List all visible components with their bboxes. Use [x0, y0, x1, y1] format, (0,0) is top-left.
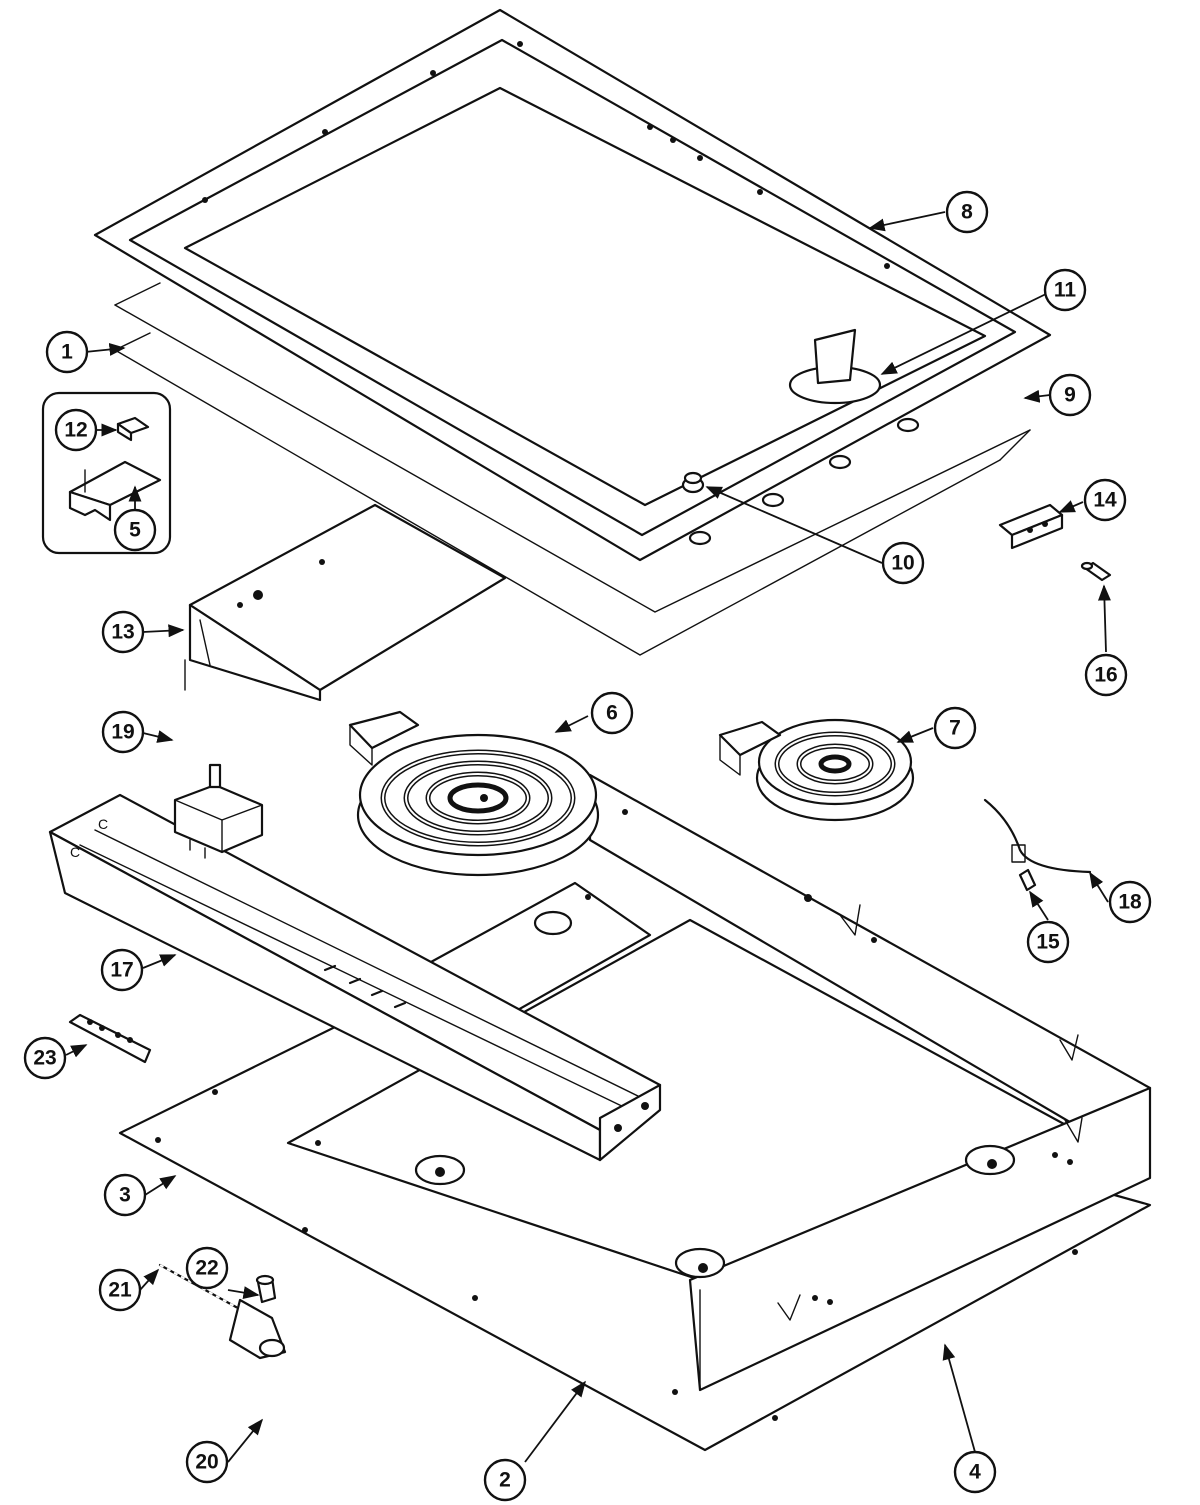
- svg-text:12: 12: [64, 419, 87, 442]
- callout-18: 18: [1108, 880, 1152, 924]
- callout-15: 15: [1026, 920, 1070, 964]
- svg-text:20: 20: [195, 1451, 218, 1474]
- screw-16: [1080, 561, 1112, 582]
- svg-text:19: 19: [111, 721, 134, 744]
- infinite-switch: [173, 763, 264, 859]
- callout-5: 5: [113, 508, 157, 552]
- svg-text:8: 8: [961, 201, 973, 224]
- svg-text:7: 7: [949, 717, 961, 740]
- inset-box: [41, 391, 172, 555]
- svg-text:14: 14: [1093, 489, 1117, 512]
- svg-text:16: 16: [1094, 664, 1117, 687]
- channel-bracket: [184, 503, 507, 702]
- callout-14: 14: [1083, 478, 1127, 522]
- cooktop-panel: [114, 282, 1031, 656]
- top-frame: [93, 8, 1052, 562]
- bracket-14: [998, 503, 1064, 550]
- callout-16: 16: [1084, 653, 1128, 697]
- callout-2: 2: [483, 1458, 527, 1502]
- callout-11: 11: [1043, 268, 1087, 312]
- svg-text:5: 5: [129, 519, 141, 542]
- long-bracket: C C: [48, 793, 662, 1162]
- large-surface-element: [348, 710, 600, 877]
- svg-text:1: 1: [61, 341, 73, 364]
- callout-7: 7: [933, 706, 977, 750]
- callout-22: 22: [185, 1246, 229, 1290]
- wire-clip: [983, 798, 1092, 892]
- bracket-mark-1: C: [70, 844, 80, 860]
- callout-4: 4: [953, 1450, 997, 1494]
- callout-23: 23: [23, 1036, 67, 1080]
- callout-3: 3: [103, 1173, 147, 1217]
- svg-text:11: 11: [1054, 279, 1077, 302]
- callout-21: 21: [98, 1268, 142, 1312]
- svg-text:22: 22: [195, 1257, 218, 1280]
- callout-10: 10: [881, 541, 925, 585]
- svg-text:23: 23: [33, 1047, 56, 1070]
- svg-text:4: 4: [969, 1461, 981, 1484]
- bracket-mark-2: C: [98, 816, 108, 832]
- callout-19: 19: [101, 710, 145, 754]
- svg-text:15: 15: [1036, 931, 1060, 954]
- svg-text:9: 9: [1064, 384, 1076, 407]
- svg-text:13: 13: [111, 621, 134, 644]
- callout-6: 6: [590, 691, 634, 735]
- callout-12: 12: [54, 408, 98, 452]
- terminal-block: [68, 1013, 152, 1064]
- small-surface-element: [718, 718, 915, 822]
- callout-17: 17: [100, 948, 144, 992]
- svg-text:2: 2: [499, 1469, 511, 1492]
- svg-text:3: 3: [119, 1184, 131, 1207]
- svg-text:6: 6: [606, 702, 618, 725]
- callout-20: 20: [185, 1440, 229, 1484]
- leader-lines: [65, 211, 1111, 1463]
- callout-9: 9: [1048, 373, 1092, 417]
- svg-text:10: 10: [891, 552, 914, 575]
- callout-1: 1: [45, 330, 89, 374]
- svg-text:18: 18: [1118, 891, 1142, 914]
- callout-13: 13: [101, 610, 145, 654]
- callout-8: 8: [945, 190, 989, 234]
- svg-text:17: 17: [110, 959, 133, 982]
- svg-text:21: 21: [108, 1279, 132, 1302]
